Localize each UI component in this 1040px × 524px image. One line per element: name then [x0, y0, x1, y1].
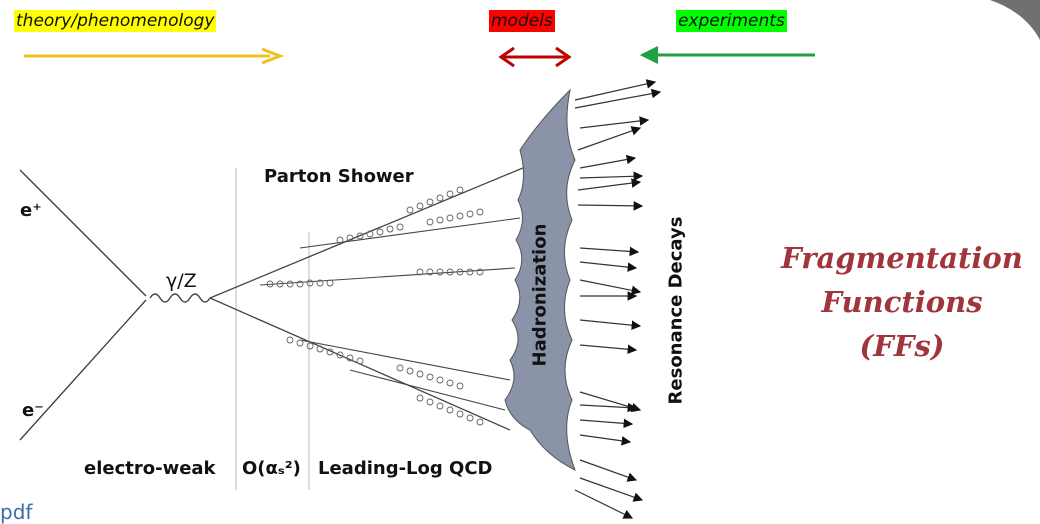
theory-arrow	[24, 47, 285, 65]
positron-label: e⁺	[20, 200, 42, 221]
quark-line-top	[209, 164, 531, 299]
footer-fragment-text: pdf	[0, 500, 33, 524]
shower-line-1	[299, 217, 521, 249]
hadron-tracks	[574, 79, 662, 519]
electron-line-top	[19, 169, 147, 297]
ff-line-3: (FFs)	[859, 329, 945, 363]
page-curl	[990, 0, 1040, 40]
leading-log-qcd-label: Leading-Log QCD	[318, 458, 493, 479]
hadronization-band	[504, 88, 576, 472]
boson-label: γ/Z	[166, 270, 197, 292]
electroweak-label: electro-weak	[84, 458, 216, 479]
electron-line-bottom	[19, 299, 147, 441]
parton-shower-label: Parton Shower	[264, 166, 414, 187]
gluon-curls	[266, 186, 484, 426]
ff-line-1: Fragmentation	[781, 241, 1023, 275]
boson-propagator	[149, 293, 211, 303]
electron-label: e⁻	[22, 400, 44, 421]
theory-phenomenology-label: theory/phenomenology	[14, 10, 217, 32]
shower-line-2	[259, 267, 516, 286]
shower-line-4	[349, 369, 506, 411]
models-label: models	[489, 10, 555, 32]
hadronization-label: Hadronization	[529, 223, 551, 367]
experiments-label: experiments	[676, 10, 787, 32]
resonance-decays-label: Resonance Decays	[665, 216, 687, 405]
ff-line-2: Functions	[821, 285, 983, 319]
fragmentation-functions-title: Fragmentation Functions (FFs)	[760, 236, 1040, 368]
experiments-arrow	[639, 46, 815, 64]
order-alpha-label: O(αₛ²)	[242, 458, 301, 479]
models-double-arrow	[498, 46, 572, 68]
shower-line-3	[299, 339, 511, 381]
